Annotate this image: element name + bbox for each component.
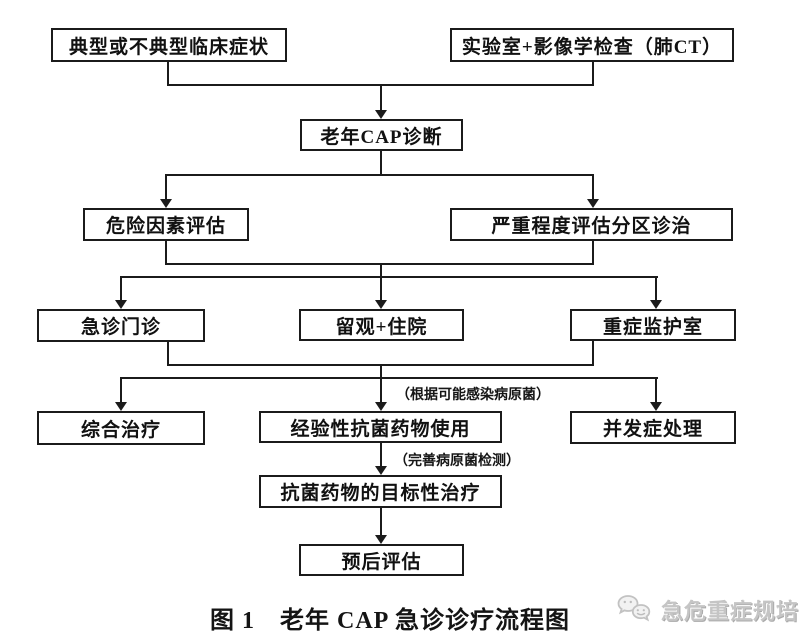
flow-line [380,85,382,111]
flow-arrowhead [650,402,662,411]
flow-line [380,443,382,466]
flow-line [380,277,382,300]
flow-node-prognosis-assessment: 预后评估 [299,544,464,576]
flow-node-typical-symptoms: 典型或不典型临床症状 [51,28,287,62]
flow-arrowhead [587,199,599,208]
flow-node-lab-imaging: 实验室+影像学检查（肺CT） [450,28,734,62]
flow-arrowhead [650,300,662,309]
flow-line [380,364,382,402]
flow-annotation-targeted: （完善病原菌检测） [394,454,520,469]
flow-line [167,342,169,366]
wechat-chat-bubbles-icon [616,594,654,626]
flow-node-icu: 重症监护室 [570,309,736,341]
flow-line [120,277,122,300]
flow-line [655,378,657,402]
flow-line [380,508,382,535]
flow-line [165,263,594,265]
flow-line [380,151,382,176]
watermark-text: 急危重症规培 [661,599,800,624]
flow-arrowhead [375,402,387,411]
flow-line [592,241,594,265]
flow-node-complication-management: 并发症处理 [570,411,736,444]
flow-line [592,341,594,366]
flow-node-risk-assessment: 危险因素评估 [83,208,249,241]
flow-node-severity-triage: 严重程度评估分区诊治 [450,208,733,241]
flow-line [655,277,657,300]
flow-node-er-outpatient: 急诊门诊 [37,309,205,342]
flow-arrowhead [375,110,387,119]
flow-line [380,263,382,277]
flow-line [120,378,122,402]
flow-arrowhead [375,466,387,475]
flow-line [120,377,658,379]
flow-line [592,175,594,199]
flow-arrowhead [375,535,387,544]
flow-line [120,276,658,278]
flow-line [165,241,167,265]
flow-arrowhead [115,300,127,309]
flow-line [592,62,594,86]
flow-line [167,62,169,86]
flow-annotation-empiric: （根据可能感染病原菌） [396,388,550,403]
flow-node-comprehensive-treatment: 综合治疗 [37,411,205,445]
figure-caption: 图 1 老年 CAP 急诊诊疗流程图 [210,608,570,634]
flow-line [165,174,594,176]
flow-line [165,175,167,199]
flow-node-empiric-antibiotics: 经验性抗菌药物使用 [259,411,502,443]
flow-arrowhead [375,300,387,309]
flow-node-observation-admission: 留观+住院 [299,309,464,341]
watermark-logo: 急危重症规培 [616,594,799,626]
flow-arrowhead [160,199,172,208]
flow-arrowhead [115,402,127,411]
flow-node-cap-diagnosis: 老年CAP诊断 [300,119,463,151]
flow-node-targeted-antibiotics: 抗菌药物的目标性治疗 [259,475,502,508]
